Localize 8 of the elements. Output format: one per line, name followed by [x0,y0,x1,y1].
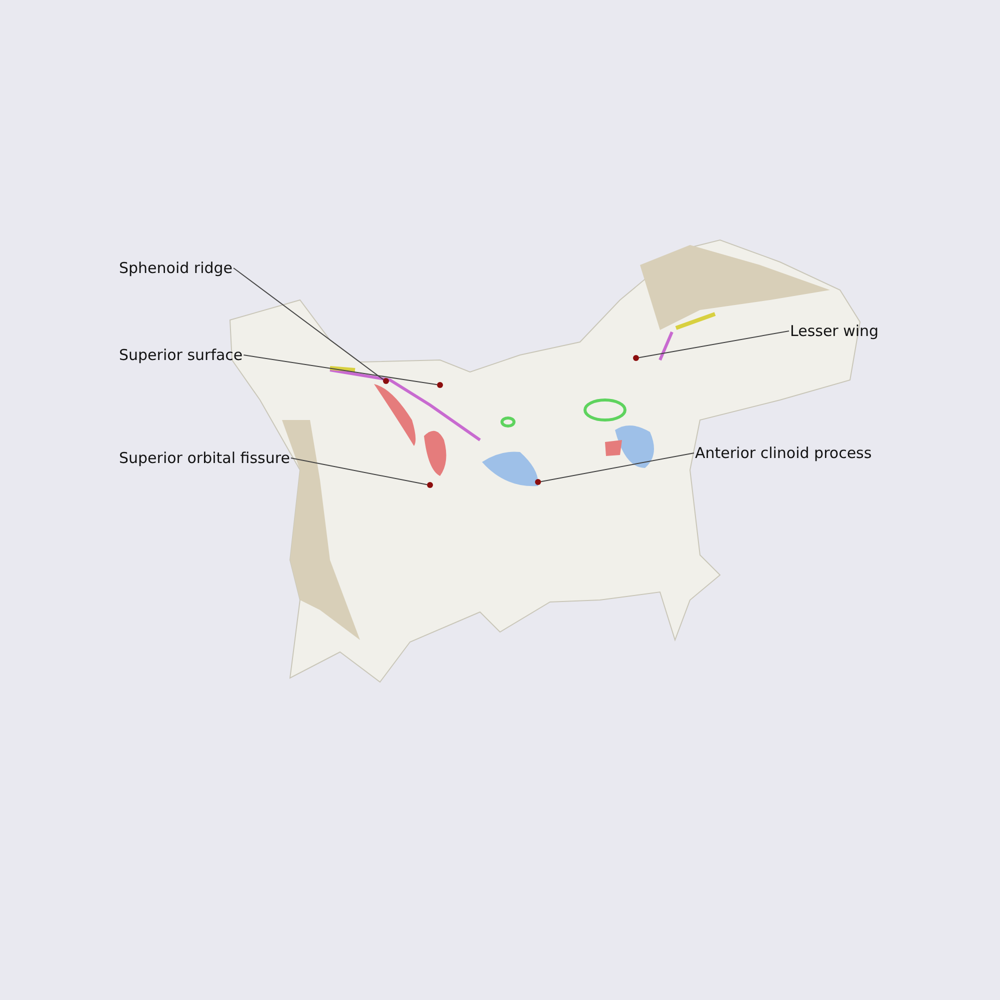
callout-label: Superior surface [119,346,243,364]
leader-line [233,268,384,380]
leader-line [243,354,438,386]
leader-line [638,330,790,358]
callout-label: Lesser wing [790,322,879,340]
callout-label: Anterior clinoid process [695,444,872,462]
callout-label: Sphenoid ridge [119,259,233,277]
callout-label: Superior orbital fissure [119,449,290,467]
